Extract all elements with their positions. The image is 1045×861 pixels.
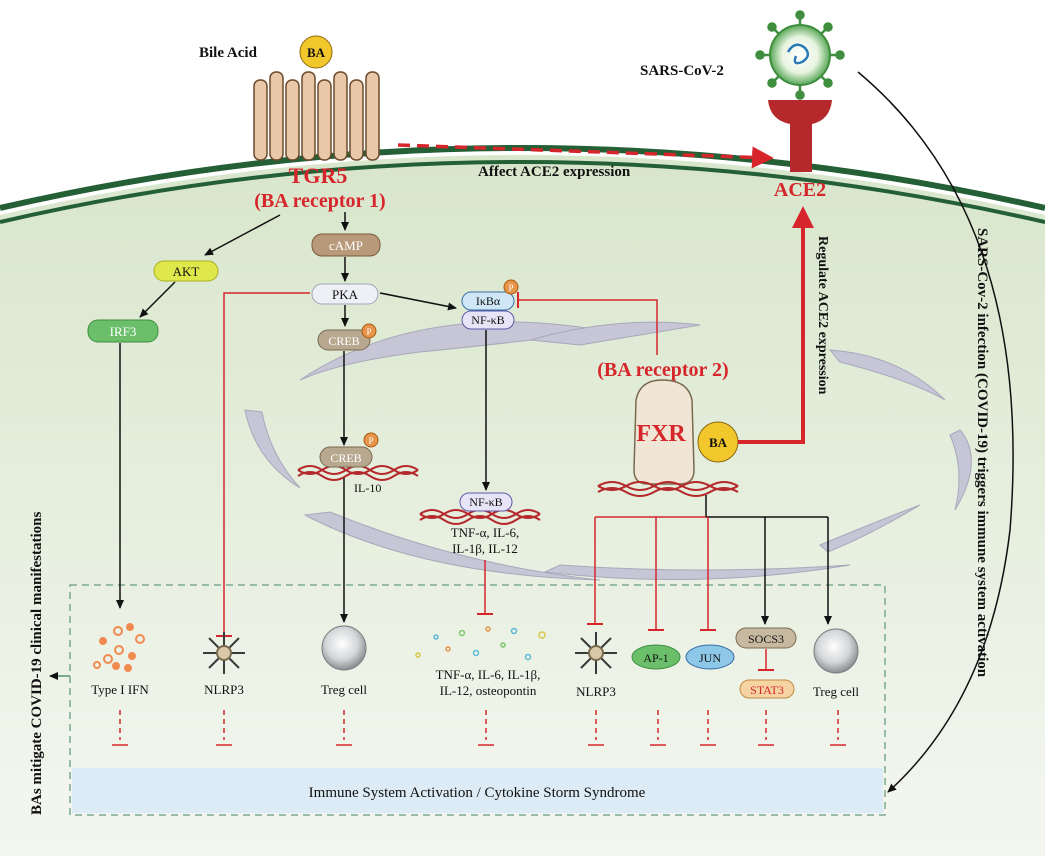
nfkb-targets-line2: IL-1β, IL-12 [452,541,518,556]
ap1-node [631,644,681,670]
sars-cov2-label: SARS-CoV-2 [640,63,724,79]
ba-ligand-tgr5 [299,35,333,69]
creb-node-lower [319,446,373,468]
nlrp3-icon-left [203,632,245,674]
ba-ligand-fxr-label: BA [709,435,728,450]
camp-label: cAMP [329,238,363,253]
phospho-icon-creb-lower [363,432,379,448]
ba-receptor-2-label: (BA receptor 2) [597,359,728,381]
bas-mitigate-label: BAs mitigate COVID-19 clinical manifesta… [29,512,45,815]
irf3-node [87,319,159,343]
nfkb-targets-line1: TNF-α, IL-6, [451,525,520,540]
treg-right-label: Treg cell [813,684,859,699]
phospho-icon-ikba [503,279,519,295]
fxr-label: FXR [636,421,686,447]
cell-membrane-inner [0,160,1045,224]
regulate-ace2-arrow [738,206,814,444]
ba-receptor-1-label: (BA receptor 1) [254,190,385,212]
tgr5-receptor [253,71,380,161]
affect-ace2-arrow [397,143,774,169]
treg-cell-left [321,625,367,671]
nlrp3-icon-right [575,632,617,674]
infection-arrow [857,71,1014,793]
phospho-label-creb-lower: P [368,436,373,446]
ikba-label: IκBα [476,294,501,308]
ikba-node [461,291,515,311]
pka-inhibit-nlrp3 [223,292,310,636]
pka-label: PKA [332,287,359,302]
nfkb-label-upper: NF-κB [471,313,504,327]
jun-label: JUN [699,651,721,665]
bile-acid-label: Bile Acid [199,45,258,61]
cell-cytoplasm [0,155,1045,856]
phospho-icon-creb-upper [361,323,377,339]
stat3-label: STAT3 [750,683,784,697]
sars-cov2-virus [755,10,845,100]
pka-to-ikba-arrow [379,292,457,311]
treg-cell-right [813,628,859,674]
socs3-node [735,627,797,649]
akt-node [153,260,219,282]
fxr-inhibit-ikba [518,299,658,355]
creb-label-lower: CREB [330,451,361,465]
akt-to-irf3-arrow [139,281,176,318]
dna-helix-fxr [597,481,739,497]
ap1-label: AP-1 [643,651,668,665]
type1-ifn-dots [93,623,145,672]
cytokines-line1: TNF-α, IL-6, IL-1β, [436,667,541,682]
socs3-label: SOCS3 [748,632,784,646]
effects-box [69,584,886,816]
tgr5-to-akt-arrow [204,214,281,256]
cytokines-line2: IL-12, osteopontin [440,683,537,698]
phospho-label-ikba: P [508,283,513,293]
type1-ifn-label: Type I IFN [91,682,149,697]
nfkb-label-lower: NF-κB [469,495,502,509]
immune-activation-bar [72,768,883,813]
ace2-label: ACE2 [774,179,826,201]
irf3-label: IRF3 [110,324,137,339]
creb-label-upper: CREB [328,334,359,348]
il10-label: IL-10 [354,481,381,495]
jun-node [685,644,735,670]
camp-node [311,233,381,257]
phospho-label-creb-upper: P [366,327,371,337]
treg-left-label: Treg cell [321,682,367,697]
creb-node-upper [317,329,371,351]
affect-ace2-label: Affect ACE2 expression [478,164,631,180]
sars-infection-label: SARS-Cov-2 infection (COVID-19) triggers… [974,228,990,678]
nfkb-node-upper [461,310,515,330]
cytokine-particles [415,626,546,661]
immune-activation-label: Immune System Activation / Cytokine Stor… [309,785,646,801]
akt-label: AKT [173,264,200,279]
ba-ligand-tgr5-label: BA [307,45,326,60]
pka-node [311,283,379,305]
nfkb-node-lower [459,492,513,512]
nlrp3-right-label: NLRP3 [576,684,616,699]
endoplasmic-reticulum [244,321,972,581]
regulate-ace2-label: Regulate ACE2 expression [815,236,830,395]
ace2-receptor [768,100,832,172]
inhibition-stubs [112,710,846,746]
stat3-node [739,679,795,699]
nlrp3-left-label: NLRP3 [204,682,244,697]
tgr5-label: TGR5 [289,163,348,188]
